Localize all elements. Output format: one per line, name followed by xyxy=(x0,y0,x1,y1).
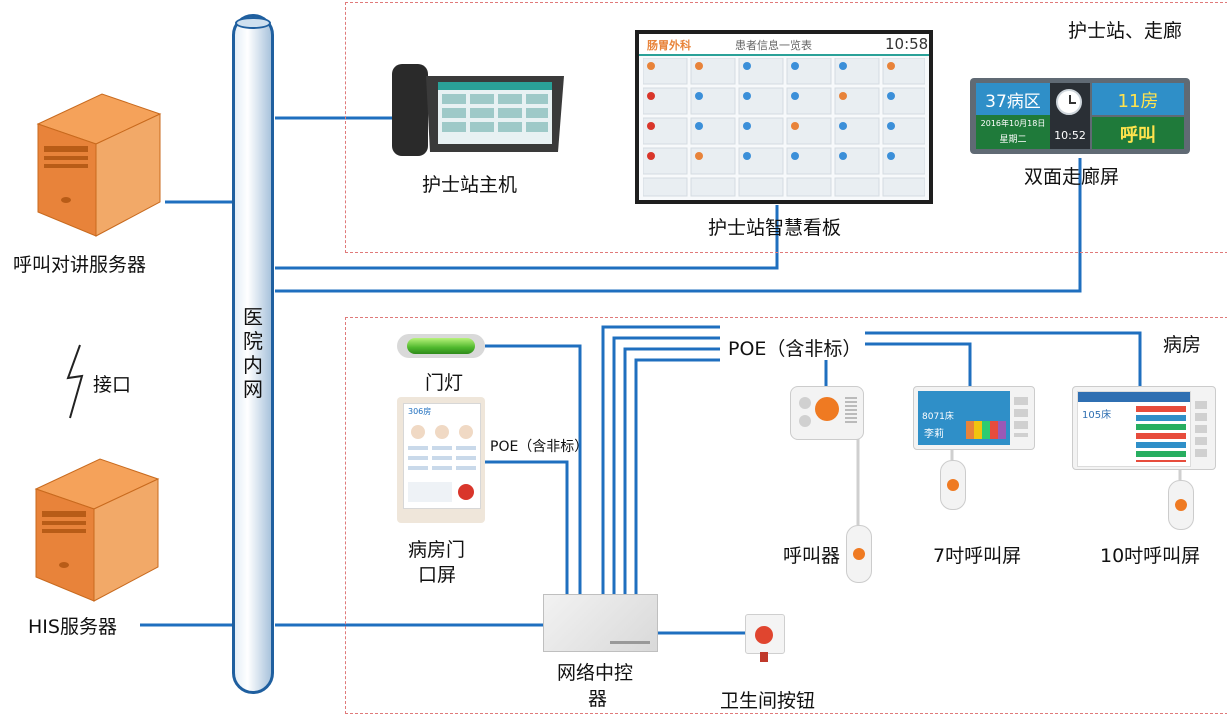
desk-phone-icon xyxy=(392,64,564,156)
zone-ward xyxy=(345,317,1227,714)
poe-main-label: POE（含非标） xyxy=(728,338,862,360)
corridor-time: 10:52 xyxy=(1054,129,1086,142)
door-screen-room: 306房 xyxy=(408,407,432,416)
smart-board: 肠胃外科 患者信息一览表 10:58 xyxy=(635,30,933,204)
call-screen-10: 105床 xyxy=(1072,386,1216,470)
call10-bed: 105床 xyxy=(1082,410,1112,421)
toilet-button xyxy=(745,614,785,662)
door-light xyxy=(397,334,485,358)
caller-label: 呼叫器 xyxy=(783,545,841,567)
board-time: 10:58 xyxy=(885,35,929,53)
board-title: 患者信息一览表 xyxy=(735,39,812,52)
zone-ward-title: 病房 xyxy=(1163,334,1202,356)
smart-board-label: 护士站智慧看板 xyxy=(708,217,842,239)
zone-nurse-station-title: 护士站、走廊 xyxy=(1068,20,1183,42)
call7-label: 7吋呼叫屏 xyxy=(933,545,1022,567)
nurse-host xyxy=(388,60,570,160)
his-server-label: HIS服务器 xyxy=(28,616,117,638)
interface-label: 接口 xyxy=(93,374,132,396)
call10-label: 10吋呼叫屏 xyxy=(1100,545,1201,567)
door-light-label: 门灯 xyxy=(425,372,464,394)
clock-icon xyxy=(1056,89,1082,115)
call7-name: 李莉 xyxy=(924,429,944,440)
network-controller xyxy=(543,594,658,652)
controller-label-2: 器 xyxy=(588,688,608,710)
call7-handset xyxy=(940,460,966,510)
corridor-screen-label: 双面走廊屏 xyxy=(1024,166,1120,188)
corridor-status: 呼叫 xyxy=(1120,125,1156,146)
corridor-room: 11房 xyxy=(1117,91,1159,112)
caller-device xyxy=(790,386,864,440)
his-server xyxy=(28,455,163,603)
toilet-button-label: 卫生间按钮 xyxy=(720,690,816,712)
server-icon xyxy=(36,93,162,237)
call7-bed: 8071床 xyxy=(922,412,954,422)
nurse-host-label: 护士站主机 xyxy=(422,174,518,196)
server-icon xyxy=(34,458,160,602)
door-screen-label-1: 病房门 xyxy=(408,539,466,561)
corridor-weekday: 星期二 xyxy=(999,135,1027,145)
call-screen-7: 8071床 李莉 xyxy=(913,386,1035,450)
door-screen: 306房 xyxy=(397,397,485,523)
door-screen-label-2: 口屏 xyxy=(418,564,457,586)
door-screen-content xyxy=(408,425,476,502)
poe-door-label: POE（含非标） xyxy=(490,439,589,455)
backbone-pipe: 医院内网 xyxy=(232,14,274,694)
corridor-date: 2016年10月18日 xyxy=(980,119,1046,128)
corridor-ward: 37病区 xyxy=(985,92,1041,112)
corridor-screen: 37病区 2016年10月18日 星期二 10:52 11房 呼叫 xyxy=(970,78,1190,154)
backbone-label: 医院内网 xyxy=(243,305,263,401)
zone-nurse-station xyxy=(345,2,1227,253)
caller-handset xyxy=(846,525,872,583)
intercom-server xyxy=(30,90,165,238)
call10-handset xyxy=(1168,480,1194,530)
board-dept: 肠胃外科 xyxy=(647,39,691,52)
patient-grid xyxy=(643,58,925,197)
intercom-server-label: 呼叫对讲服务器 xyxy=(13,254,147,276)
controller-label-1: 网络中控 xyxy=(557,662,634,684)
